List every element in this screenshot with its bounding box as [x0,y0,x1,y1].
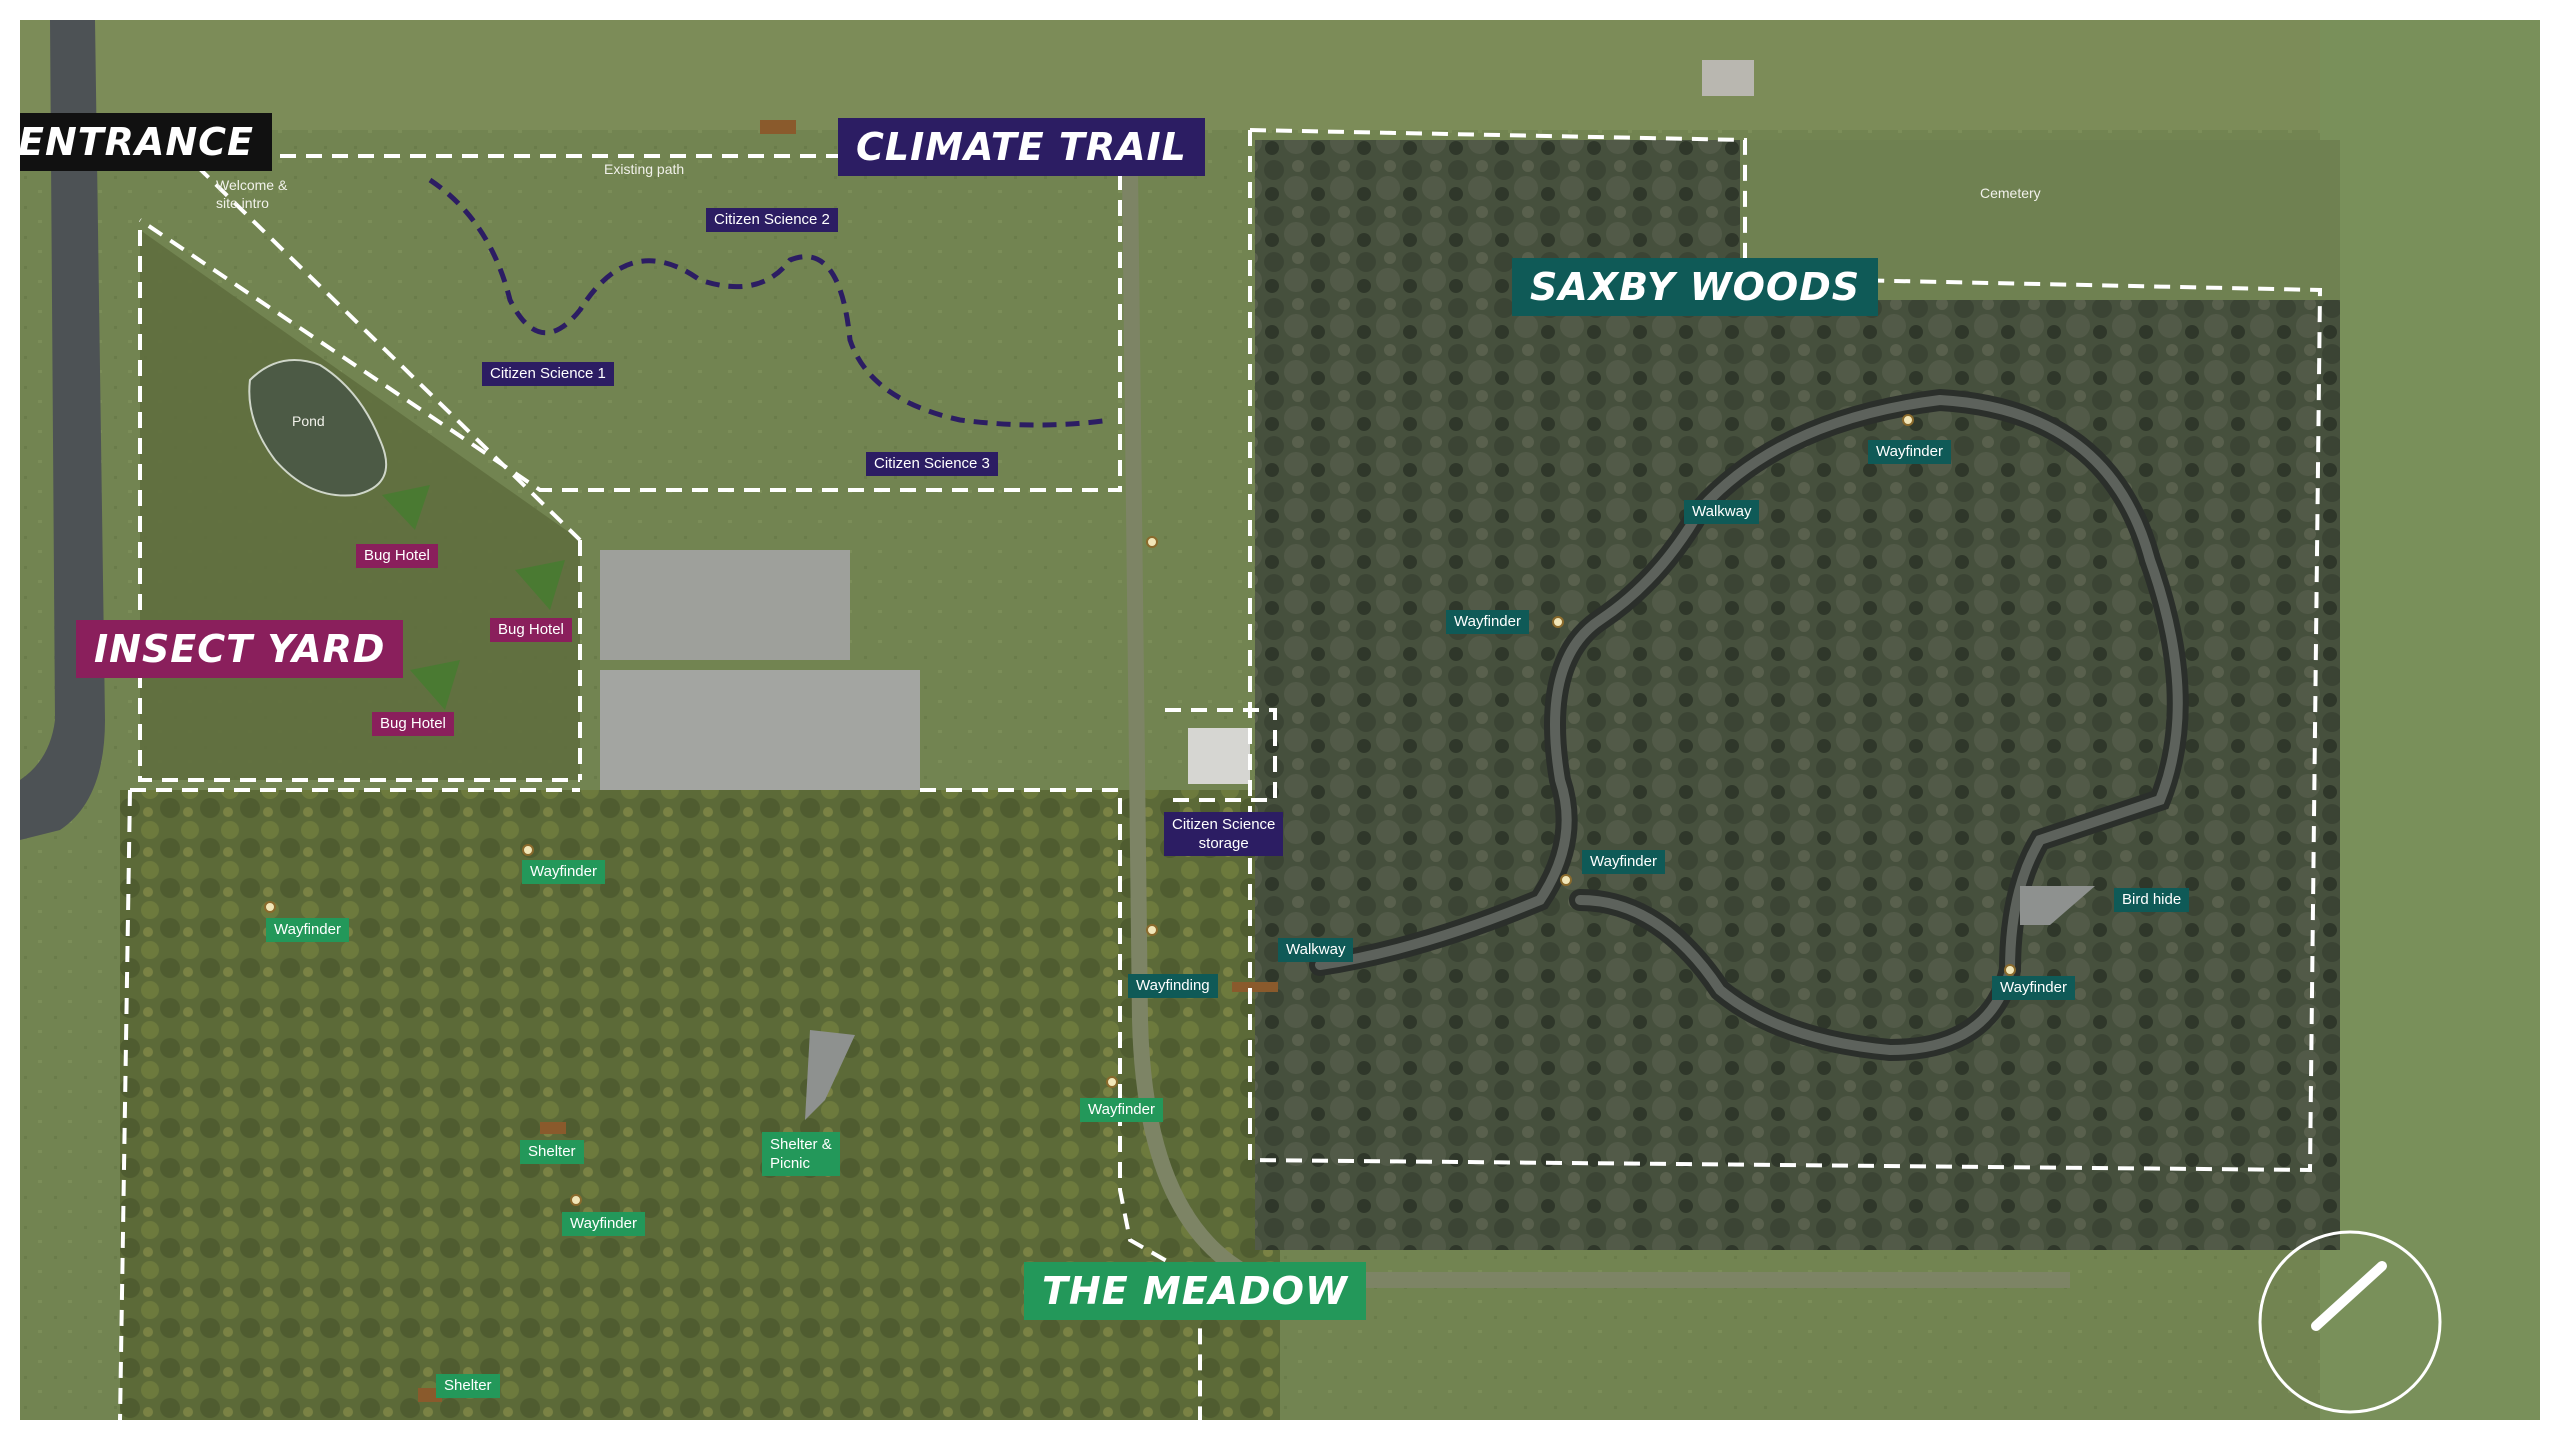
north-field [20,20,2540,130]
wayfinder-label-top: Wayfinder [1868,440,1951,464]
walkway-label-bottom: Walkway [1278,938,1354,962]
meadow-wayfinder-label-2: Wayfinder [266,918,349,942]
bug-hotel-label-1: Bug Hotel [356,544,438,568]
zone-title-climate-trail: CLIMATE TRAIL [838,118,1205,176]
pond-label: Pond [292,413,325,429]
woods-area [1255,140,2340,1250]
bug-hotel-icon [382,485,430,530]
bug-hotel-label-2: Bug Hotel [490,618,572,642]
bench-icon [760,120,796,134]
wayfinder-marker-icon [264,414,2016,1206]
zone-title-saxby-woods: SAXBY WOODS [1512,258,1879,316]
east-field [2320,20,2540,1420]
climate-trail-path [428,177,1111,428]
citizen-science-2-label: Citizen Science 2 [706,208,838,232]
wayfinder-label-right: Wayfinder [1992,976,2075,1000]
north-arrow-compass-icon [2258,1230,2442,1414]
zone-title-entrance: ENTRANCE [20,113,272,171]
pond-shape [248,359,388,497]
shelter-label-1: Shelter [520,1140,584,1164]
wayfinder-label-mid: Wayfinder [1582,850,1665,874]
wayfinder-label-left: Wayfinder [1446,610,1529,634]
storage-label-line2: storage [1198,835,1249,852]
shelter-picnic-label: Shelter & Picnic [762,1132,840,1176]
wayfinding-label: Wayfinding [1128,974,1218,998]
existing-path-label: Existing path [604,161,685,177]
bug-hotel-icon [515,560,565,610]
meadow-wayfinder-label-4: Wayfinder [562,1212,645,1236]
walkway-label-top: Walkway [1684,500,1760,524]
shelter-label-2: Shelter [436,1374,500,1398]
storage-label-line1: Citizen Science [1172,816,1276,833]
shelter-icon [540,1122,566,1134]
wayfinding-board-icon [1232,982,1278,992]
citizen-science-3-label: Citizen Science 3 [866,452,998,476]
building-1 [600,550,850,660]
cemetery-label: Cemetery [1980,185,2041,201]
building-2 [600,670,920,790]
woods-walkway-surface [1315,394,2183,1056]
zone-title-the-meadow: THE MEADOW [1024,1262,1366,1320]
citizen-science-1-label: Citizen Science 1 [482,362,614,386]
zone-title-insect-yard: INSECT YARD [76,620,404,678]
hut-building [1702,60,1754,96]
shelter-picnic-line1: Shelter & [770,1136,832,1153]
bug-hotel-icon [410,660,460,710]
bird-hide-icon [2020,886,2095,925]
shelter-icon [805,1030,855,1120]
welcome-label: Welcome & [216,177,288,193]
meadow-wayfinder-label-1: Wayfinder [522,860,605,884]
site-map: ENTRANCE CLIMATE TRAIL SAXBY WOODS INSEC… [20,20,2540,1420]
shelter-picnic-line2: Picnic [770,1155,811,1172]
meadow-wayfinder-label-3: Wayfinder [1080,1098,1163,1122]
bird-hide-label: Bird hide [2114,888,2190,912]
storage-building [1188,728,1250,784]
citizen-science-storage-label: Citizen Science storage [1164,812,1284,856]
bug-hotel-label-3: Bug Hotel [372,712,454,736]
welcome-label-line2: site intro [216,195,269,211]
